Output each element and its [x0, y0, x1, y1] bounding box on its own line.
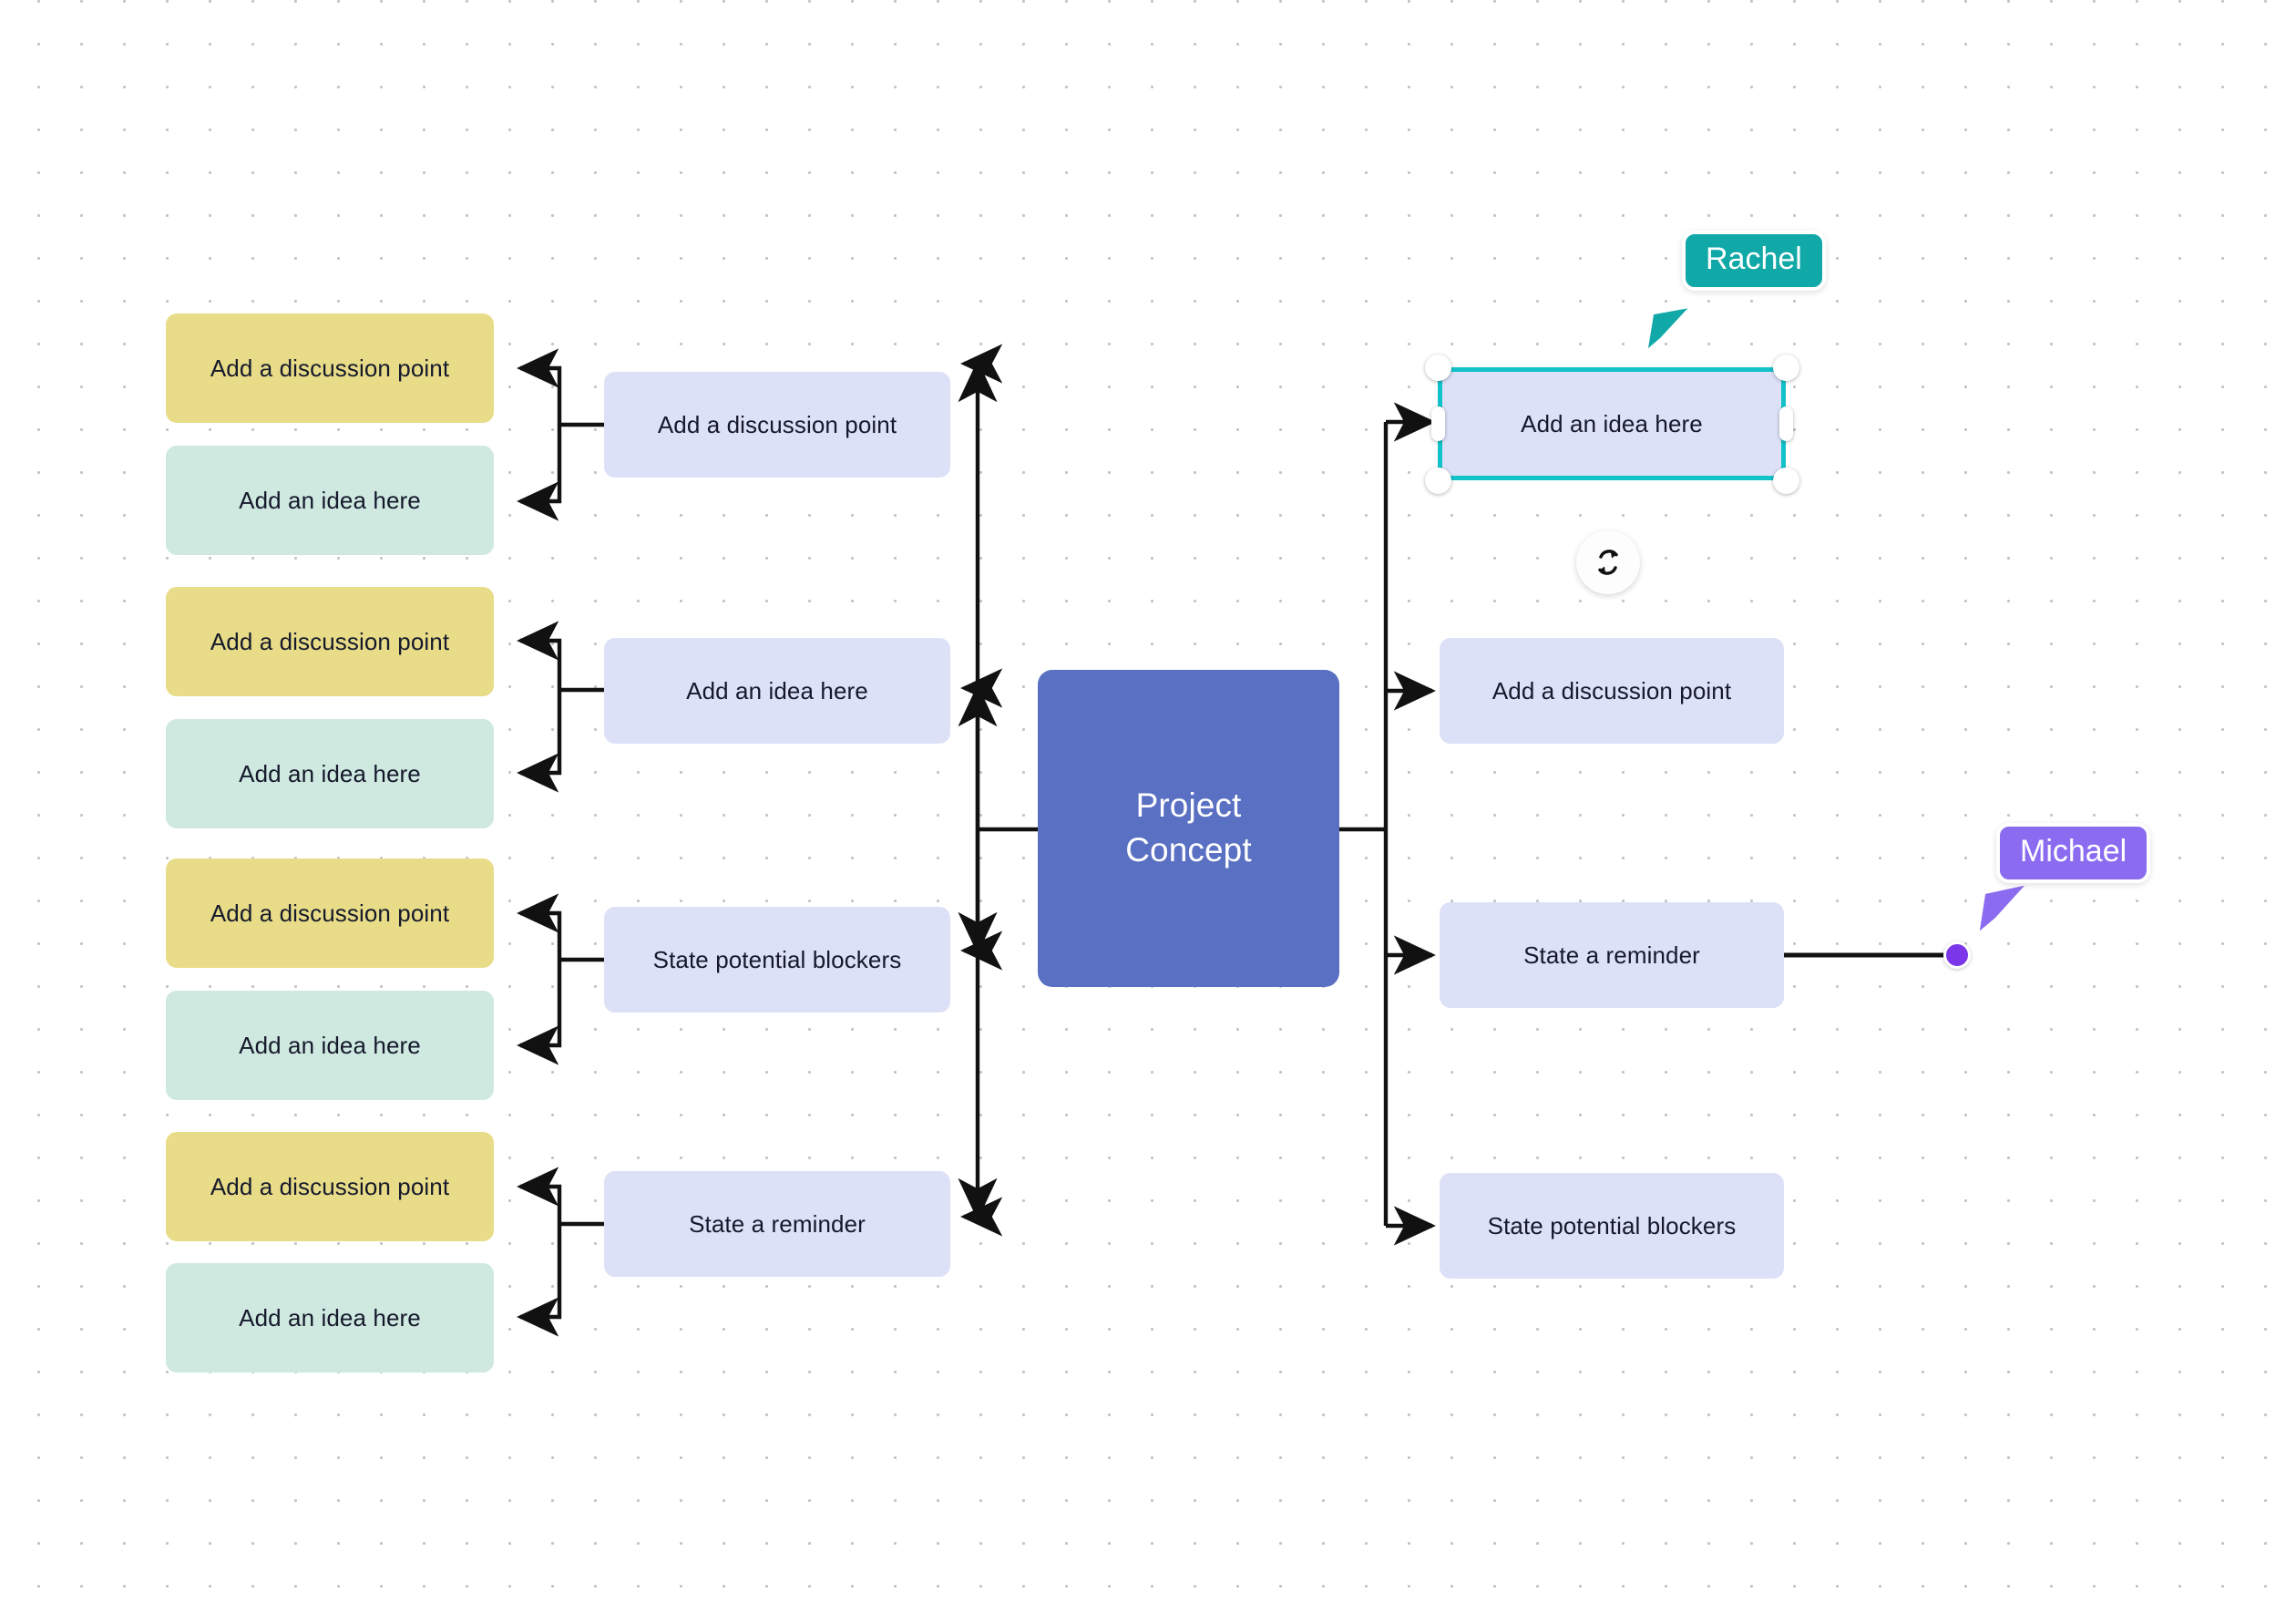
- node-label: State a reminder: [1523, 941, 1700, 969]
- node-label: Add an idea here: [239, 1303, 421, 1332]
- selection-frame: [1438, 367, 1786, 480]
- node-mid-2[interactable]: Add an idea here: [604, 638, 950, 744]
- resize-handle-top-left[interactable]: [1425, 355, 1451, 381]
- node-left-7[interactable]: Add a discussion point: [166, 1132, 494, 1241]
- node-label: State a reminder: [689, 1209, 866, 1238]
- resize-handle-top-right[interactable]: [1773, 355, 1799, 381]
- resize-handle-bottom-right[interactable]: [1773, 468, 1799, 494]
- node-label: Add an idea here: [239, 1031, 421, 1059]
- node-label: Add an idea here: [686, 676, 868, 704]
- resize-handle-bottom-left[interactable]: [1425, 468, 1451, 494]
- collaborator-name: Michael: [2020, 834, 2127, 869]
- node-left-3[interactable]: Add a discussion point: [166, 587, 494, 696]
- node-label: Add a discussion point: [657, 410, 897, 438]
- resize-handle-left-middle[interactable]: [1431, 406, 1445, 441]
- node-label: Add an idea here: [1521, 409, 1703, 437]
- node-label: Add a discussion point: [210, 1172, 450, 1200]
- node-label: Add a discussion point: [1491, 676, 1732, 704]
- node-label: Add an idea here: [239, 486, 421, 514]
- node-right-3[interactable]: State a reminder: [1440, 902, 1784, 1008]
- node-left-2[interactable]: Add an idea here: [166, 446, 494, 555]
- cursor-arrow-michael: [1972, 877, 2037, 942]
- node-mid-1[interactable]: Add a discussion point: [604, 372, 950, 478]
- node-mid-3[interactable]: State potential blockers: [604, 907, 950, 1013]
- node-label: Add a discussion point: [210, 627, 450, 655]
- node-label: State potential blockers: [652, 945, 902, 973]
- node-label: Add a discussion point: [210, 354, 450, 382]
- resize-handle-right-middle[interactable]: [1779, 406, 1793, 441]
- central-node-project-concept[interactable]: Project Concept: [1038, 670, 1339, 987]
- cursor-label-michael: Michael: [1996, 823, 2151, 884]
- cursor-arrow-rachel: [1640, 300, 1700, 360]
- michael-drag-endpoint-dot[interactable]: [1943, 941, 1971, 969]
- central-node-label: Project Concept: [1125, 787, 1252, 869]
- node-left-1[interactable]: Add a discussion point: [166, 314, 494, 423]
- node-mid-4[interactable]: State a reminder: [604, 1171, 950, 1277]
- rotate-icon: [1598, 550, 1618, 575]
- node-right-1-selected[interactable]: Add an idea here: [1440, 369, 1784, 478]
- node-label: Add a discussion point: [210, 899, 450, 927]
- node-right-4[interactable]: State potential blockers: [1440, 1173, 1784, 1279]
- node-left-5[interactable]: Add a discussion point: [166, 859, 494, 968]
- rotate-handle-button[interactable]: [1576, 530, 1640, 594]
- cursor-label-rachel: Rachel: [1682, 231, 1826, 292]
- node-right-2[interactable]: Add a discussion point: [1440, 638, 1784, 744]
- node-left-4[interactable]: Add an idea here: [166, 719, 494, 828]
- node-left-8[interactable]: Add an idea here: [166, 1263, 494, 1373]
- node-label: State potential blockers: [1487, 1211, 1737, 1239]
- node-left-6[interactable]: Add an idea here: [166, 991, 494, 1100]
- collaborator-name: Rachel: [1706, 242, 1802, 276]
- node-label: Add an idea here: [239, 759, 421, 787]
